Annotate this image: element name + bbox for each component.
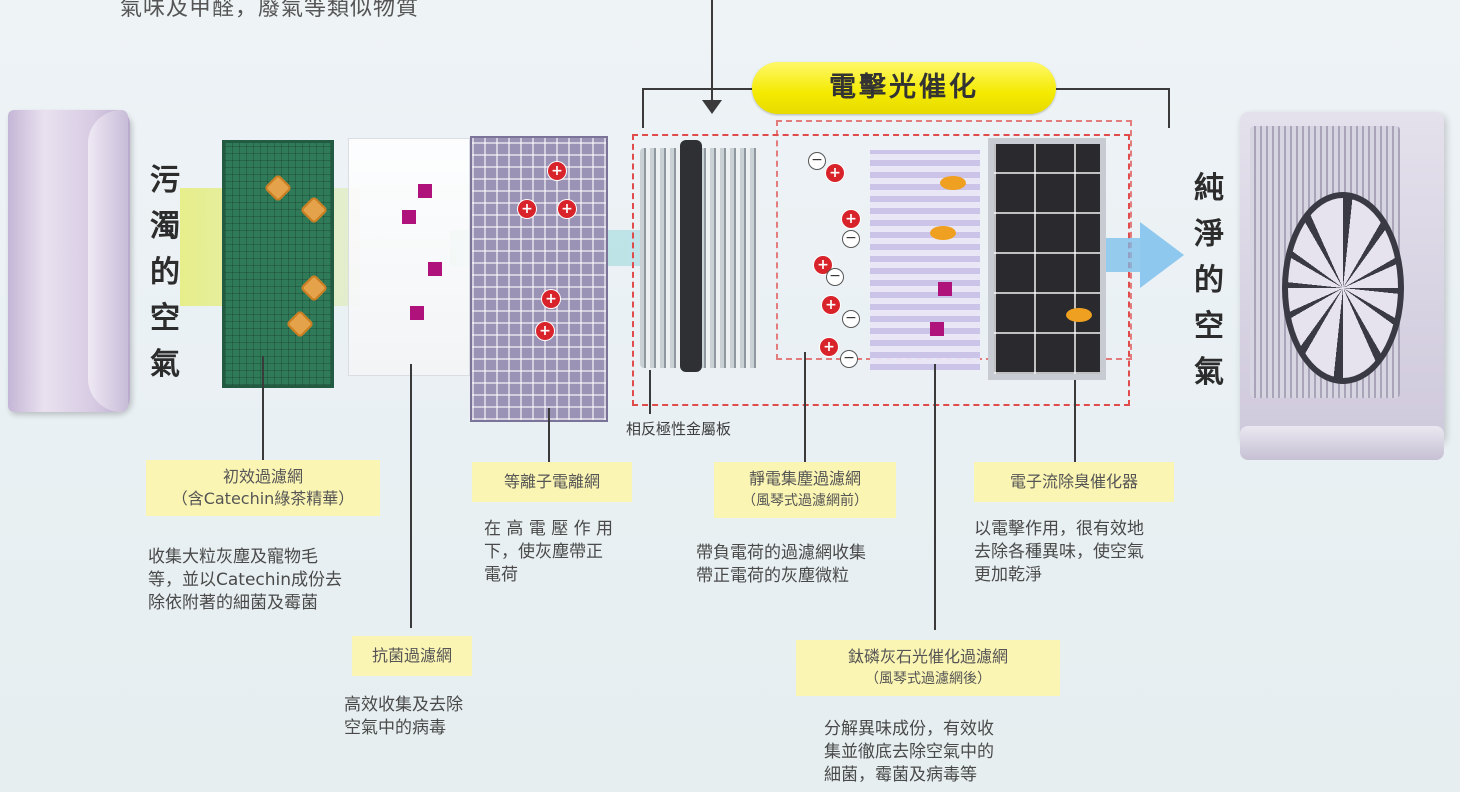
negative-charge-icon: −	[842, 310, 860, 328]
bracket-left-vert	[642, 88, 644, 128]
ionizer-leader	[548, 408, 550, 462]
positive-charge-icon: +	[842, 210, 860, 228]
prefilter-label: 初效過濾網（含Catechin綠茶精華）	[146, 460, 380, 516]
prefilter-description: 收集大粒灰塵及寵物毛 等，並以Catechin成份去 除依附著的細菌及霉菌	[148, 547, 343, 613]
purifier-open-unit	[1240, 112, 1444, 460]
positive-charge-icon: +	[518, 200, 536, 218]
positive-charge-icon: +	[820, 338, 838, 356]
negative-charge-icon: −	[808, 152, 826, 170]
polluted-air-label: 污濁的空氣	[150, 163, 180, 382]
deodorizer-image	[988, 138, 1106, 380]
odor-particle-icon	[930, 226, 956, 240]
top-arrow-head-icon	[702, 100, 722, 114]
deodorizer-leader	[1074, 380, 1076, 462]
positive-charge-icon: +	[558, 200, 576, 218]
bracket-right-horiz	[1056, 88, 1170, 90]
metal-plate-label: 相反極性金屬板	[626, 420, 732, 438]
odor-particle-icon	[940, 176, 966, 190]
negative-charge-icon: −	[826, 268, 844, 286]
positive-charge-icon: +	[814, 256, 832, 274]
virus-particle-icon	[410, 306, 424, 320]
title-pill: 電擊光催化	[752, 62, 1056, 114]
virus-particle-icon	[418, 184, 432, 198]
positive-charge-icon: +	[826, 164, 844, 182]
clean-air-label: 純淨的空氣	[1194, 171, 1224, 390]
bracket-left-horiz	[642, 88, 754, 90]
antibacterial-leader	[410, 364, 412, 628]
electrostatic-label: 靜電集塵過濾網（風琴式過濾網前）	[714, 462, 896, 518]
photocatalyst-description: 分解異味成份，有效收 集並徹底去除空氣中的 細菌，霉菌及病毒等	[824, 719, 994, 785]
positive-charge-icon: +	[536, 322, 554, 340]
clean-airflow-band	[1106, 238, 1146, 272]
positive-charge-icon: +	[822, 296, 840, 314]
top-arrow-line	[711, 0, 713, 104]
antibacterial-label: 抗菌過濾網	[352, 636, 472, 676]
odor-particle-icon	[1066, 308, 1092, 322]
ionizer-label: 等離子電離網	[472, 462, 632, 502]
photocatalyst-leader	[934, 364, 936, 630]
ionizer-image	[470, 136, 608, 422]
positive-charge-icon: +	[548, 162, 566, 180]
prefilter-leader	[262, 356, 264, 460]
deodorizer-label: 電子流除臭催化器	[974, 462, 1174, 502]
negative-charge-icon: −	[840, 350, 858, 368]
positive-charge-icon: +	[542, 290, 560, 308]
metal-plate-leader	[649, 370, 651, 414]
purifier-front-panel	[8, 110, 130, 412]
electrostatic-leader	[804, 352, 806, 462]
electrostatic-description: 帶負電荷的過濾網收集 帶正電荷的灰塵微粒	[696, 543, 866, 586]
metal-plate-bar	[680, 140, 702, 372]
virus-particle-icon	[428, 262, 442, 276]
top-caption: 氣味及甲醛，廢氣等類似物質	[120, 0, 420, 21]
ionizer-description: 在 高 電 壓 作 用 下，使灰塵帶正 電荷	[484, 519, 614, 585]
antibacterial-description: 高效收集及去除 空氣中的病毒	[344, 695, 463, 738]
negative-charge-icon: −	[842, 230, 860, 248]
virus-particle-icon	[938, 282, 952, 296]
photocatalyst-label: 鈦磷灰石光催化過濾網（風琴式過濾網後）	[796, 640, 1060, 696]
bracket-right-vert	[1168, 88, 1170, 128]
antibacterial-filter-image	[348, 138, 470, 376]
virus-particle-icon	[402, 210, 416, 224]
prefilter-image	[222, 140, 334, 388]
clean-air-arrow-icon	[1140, 222, 1184, 288]
deodorizer-description: 以電擊作用，很有效地 去除各種異味，使空氣 更加乾淨	[974, 519, 1144, 585]
virus-particle-icon	[930, 322, 944, 336]
